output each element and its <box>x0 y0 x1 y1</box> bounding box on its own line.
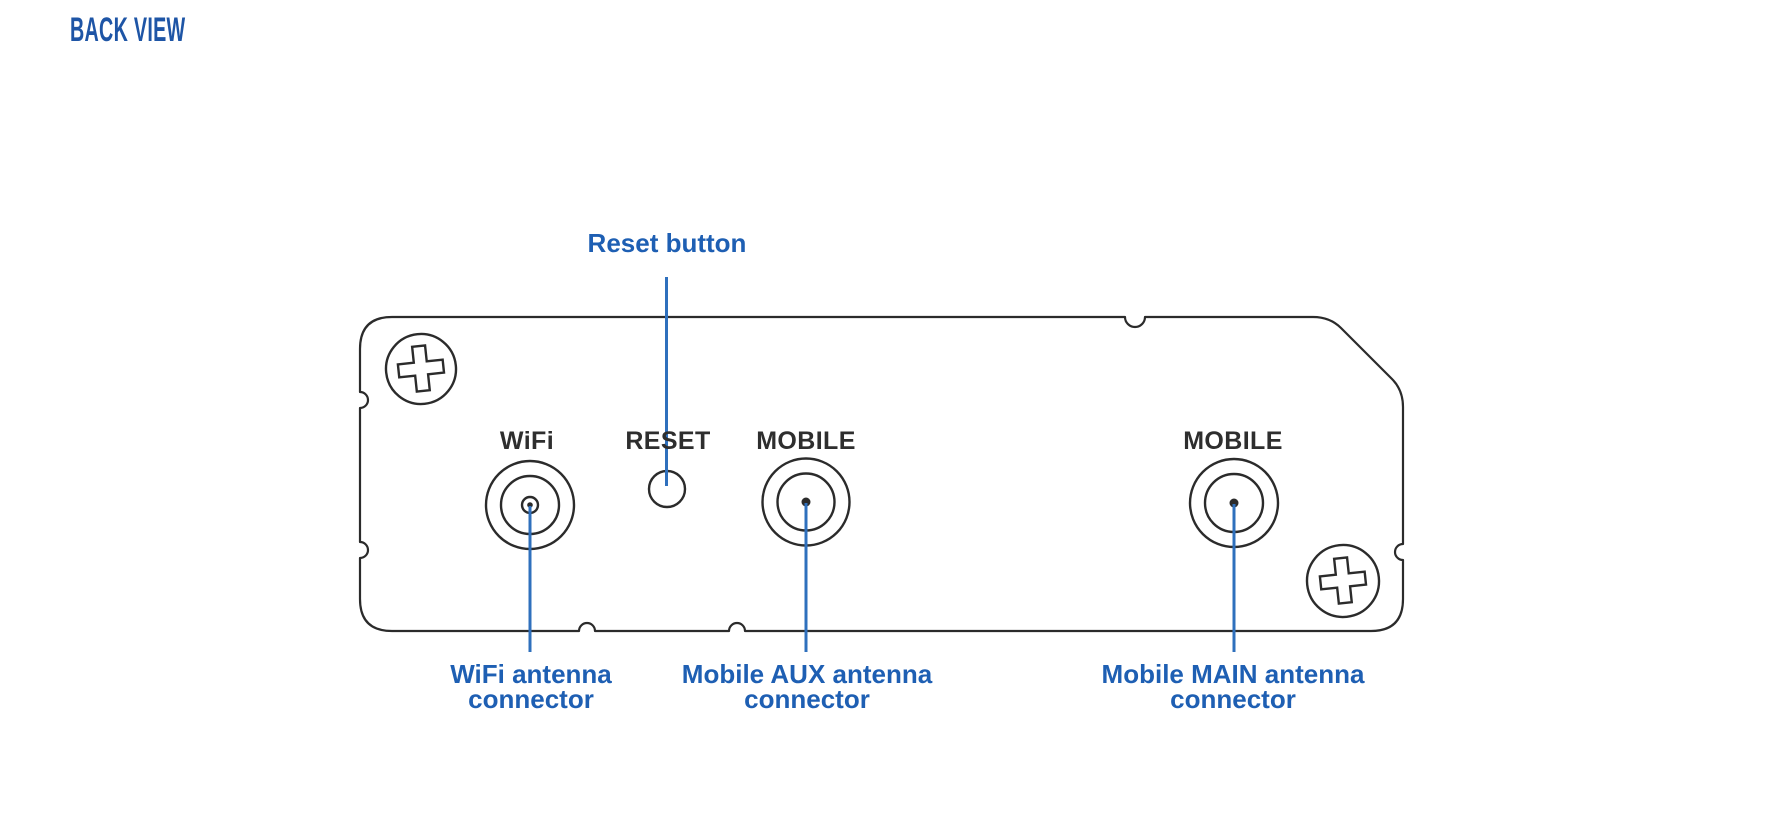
connector-pin <box>801 497 811 507</box>
callout-line1: Mobile MAIN antenna <box>1101 659 1365 689</box>
coax-antenna-connector-icon <box>761 457 851 547</box>
page-title: BACK VIEW <box>70 13 269 47</box>
panel-label-mobile-aux: MOBILE <box>756 427 856 455</box>
page-title-text: BACK VIEW <box>70 11 186 49</box>
phillips-screw-icon <box>384 332 458 406</box>
connector-pin <box>1229 498 1239 508</box>
panel-label-mobile-main: MOBILE <box>1183 427 1283 455</box>
reset-button-callout: Reset button <box>587 228 747 258</box>
coax-antenna-connector-icon <box>1188 457 1280 549</box>
coax-antenna-connector-icon <box>484 459 576 551</box>
mobile-aux-antenna-callout: Mobile AUX antenna connector <box>681 659 933 714</box>
callout-line2: connector <box>744 684 870 714</box>
phillips-screw-icon <box>1305 543 1381 619</box>
panel-label-wifi: WiFi <box>499 427 555 455</box>
mobile-main-antenna-callout: Mobile MAIN antenna connector <box>1101 659 1365 714</box>
faceplate-outline <box>358 315 1405 633</box>
callout-line2: connector <box>1170 684 1296 714</box>
wifi-antenna-callout: WiFi antenna connector <box>450 659 612 714</box>
screw-cross-slot <box>396 344 446 393</box>
screw-cross-slot <box>1318 556 1368 605</box>
callout-line1: WiFi antenna <box>450 659 612 689</box>
panel-label-reset: RESET <box>625 427 711 455</box>
callout-line1: Mobile AUX antenna <box>681 659 933 689</box>
callout-line2: connector <box>468 684 594 714</box>
